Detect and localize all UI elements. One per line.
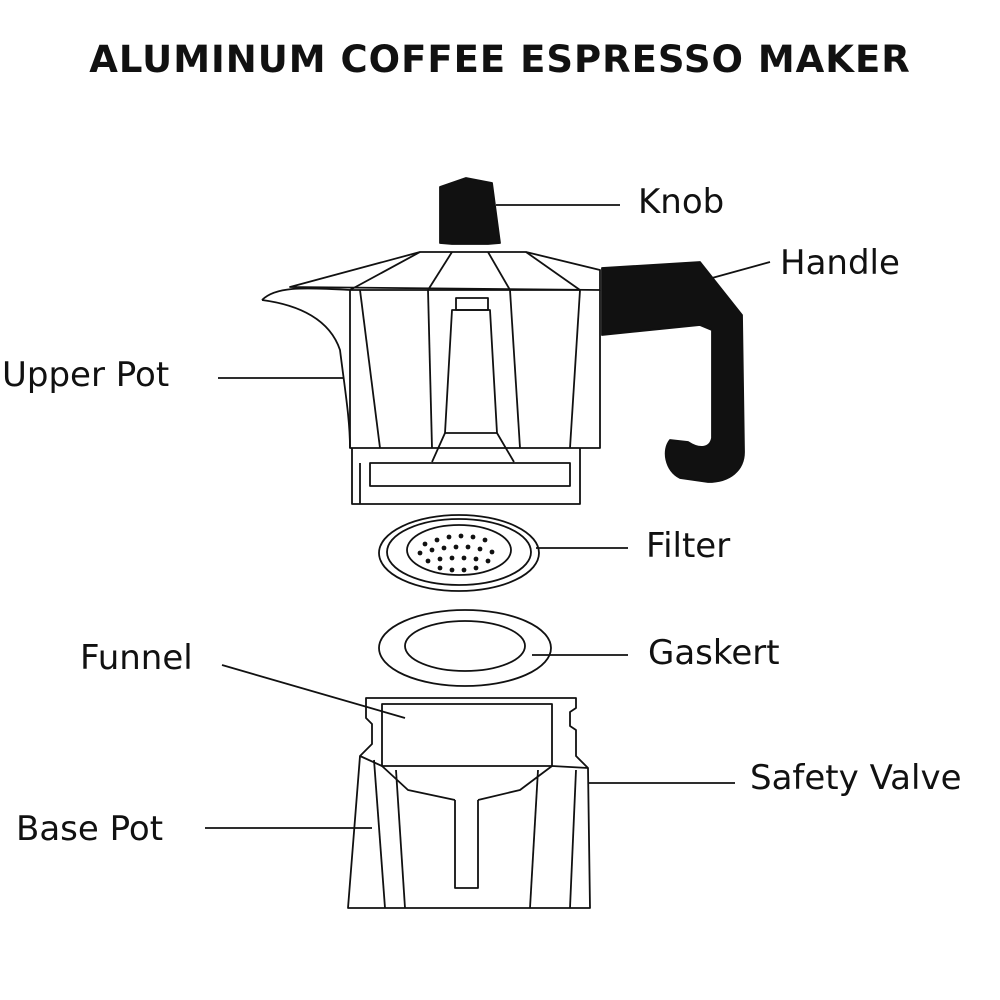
leader-handle: [711, 261, 771, 279]
knob-shape: [439, 177, 501, 245]
diagram-title: ALUMINUM COFFEE ESPRESSO MAKER: [89, 38, 911, 81]
base-pot-shape: [347, 697, 591, 909]
label-knob: Knob: [638, 182, 725, 222]
filter-holes: [417, 533, 495, 573]
label-gasket: Gaskert: [648, 633, 780, 673]
label-base-pot: Base Pot: [16, 809, 164, 849]
gasket-shape: [378, 609, 552, 687]
handle-shape: [601, 261, 745, 483]
label-funnel: Funnel: [80, 638, 193, 678]
leader-funnel: [221, 664, 406, 719]
label-safety-valve: Safety Valve: [750, 758, 962, 798]
upper-pot-shape: [261, 251, 601, 505]
label-filter: Filter: [646, 526, 731, 566]
leader-lines: [205, 204, 771, 829]
label-upper-pot: Upper Pot: [2, 355, 170, 395]
label-handle: Handle: [780, 243, 900, 283]
filter-shape: [378, 514, 540, 592]
